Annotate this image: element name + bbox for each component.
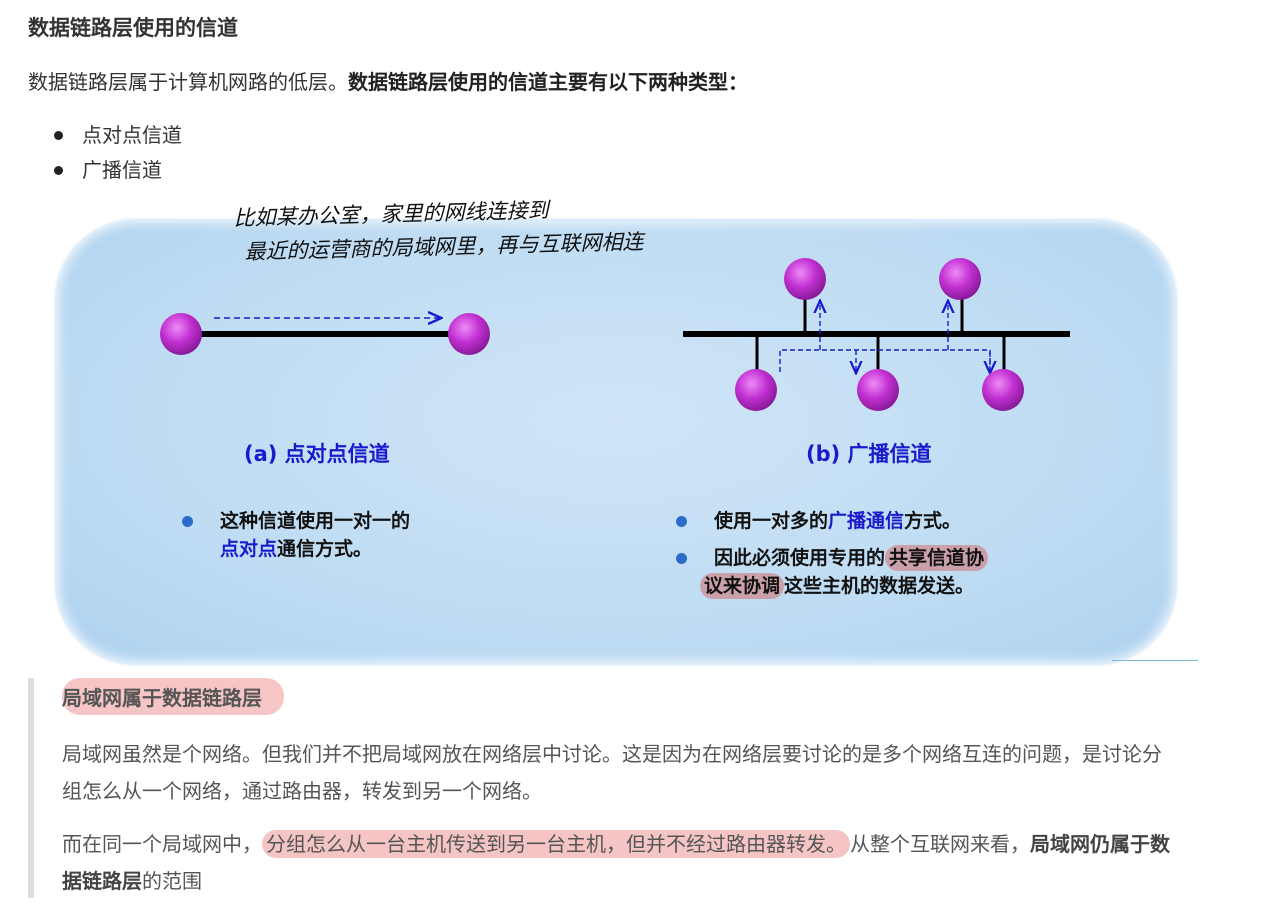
intro-paragraph: 数据链路层属于计算机网路的低层。数据链路层使用的信道主要有以下两种类型： — [28, 66, 748, 95]
paragraph-text: 从整个互联网来看， — [850, 832, 1030, 856]
bullet-dot-icon — [676, 516, 687, 527]
intro-text: 数据链路层属于计算机网路的低层。 — [28, 70, 348, 94]
description-line: 这种信道使用一对一的 — [220, 510, 411, 532]
description-line: 点对点通信方式。 — [220, 535, 410, 563]
blockquote-paragraph: 局域网虽然是个网络。但我们并不把局域网放在网络层中讨论。这是因为在网络层要讨论的… — [62, 742, 1162, 803]
caption-point-to-point: (a) 点对点信道 — [244, 442, 390, 466]
description-line: 因此必须使用专用的共享信道协 — [714, 544, 989, 572]
host-node-icon — [857, 369, 899, 411]
blockquote: 局域网属于数据链路层 局域网虽然是个网络。但我们并不把局域网放在网络层中讨论。这… — [28, 678, 1188, 898]
host-node-icon — [784, 258, 826, 300]
bullet-dot-icon — [54, 166, 63, 175]
broadcast-description-1: 使用一对多的广播通信方式。 — [676, 507, 962, 535]
description-text: 方式。 — [904, 510, 962, 532]
description-text: 使用一对多的 — [714, 510, 829, 532]
host-node-icon — [735, 369, 777, 411]
host-node-icon — [982, 369, 1024, 411]
highlighter-mark: 议来协调 — [700, 573, 785, 599]
description-text: 通信方式。 — [277, 538, 373, 560]
description-text: 这些主机的数据发送。 — [784, 575, 975, 597]
handwritten-annotation: 比如某办公室，家里的网线连接到 最近的运营商的局域网里，再与互联网相连 — [233, 191, 644, 270]
highlight-term: 点对点 — [220, 538, 278, 560]
host-node-icon — [160, 313, 202, 355]
channel-type-list: 点对点信道 广播信道 — [50, 118, 182, 188]
highlight-term: 广播通信 — [828, 510, 905, 532]
point-to-point-diagram — [160, 313, 490, 355]
blockquote-bar — [28, 678, 34, 898]
broadcast-path — [779, 349, 991, 372]
host-node-icon — [939, 258, 981, 300]
bullet-dot-icon — [54, 131, 63, 140]
broadcast-description-2: 因此必须使用专用的共享信道协 议来协调这些主机的数据发送。 — [676, 544, 989, 600]
highlighter-mark: 共享信道协 — [885, 545, 989, 571]
caption-broadcast: (b) 广播信道 — [806, 442, 932, 466]
list-item: 广播信道 — [50, 153, 182, 188]
host-node-icon — [448, 313, 490, 355]
list-item-label: 广播信道 — [82, 158, 162, 182]
bullet-dot-icon — [676, 553, 687, 564]
broadcast-diagram — [683, 258, 1070, 411]
paragraph-text: 而在同一个局域网中， — [62, 832, 262, 856]
description-text: 因此必须使用专用的 — [714, 547, 886, 569]
highlighter-mark: 分组怎么从一台主机传送到另一台主机，但并不经过路由器转发。 — [262, 830, 850, 858]
paragraph-text: 的范围 — [142, 869, 202, 893]
bullet-dot-icon — [182, 516, 193, 527]
description-line: 议来协调这些主机的数据发送。 — [700, 572, 988, 600]
point-to-point-description: 这种信道使用一对一的 点对点通信方式。 — [182, 507, 411, 563]
blockquote-title: 局域网属于数据链路层 — [62, 678, 284, 715]
section-heading: 数据链路层使用的信道 — [28, 16, 238, 40]
list-item-label: 点对点信道 — [82, 123, 182, 147]
figure-underline — [1112, 660, 1198, 661]
channel-diagram-panel — [56, 220, 1176, 664]
bold-text: 局域网仍属于数据链路层 — [62, 832, 1170, 893]
blockquote-paragraph: 而在同一个局域网中，分组怎么从一台主机传送到另一台主机，但并不经过路由器转发。从… — [62, 826, 1172, 900]
intro-bold-text: 数据链路层使用的信道主要有以下两种类型： — [348, 70, 748, 94]
list-item: 点对点信道 — [50, 118, 182, 153]
